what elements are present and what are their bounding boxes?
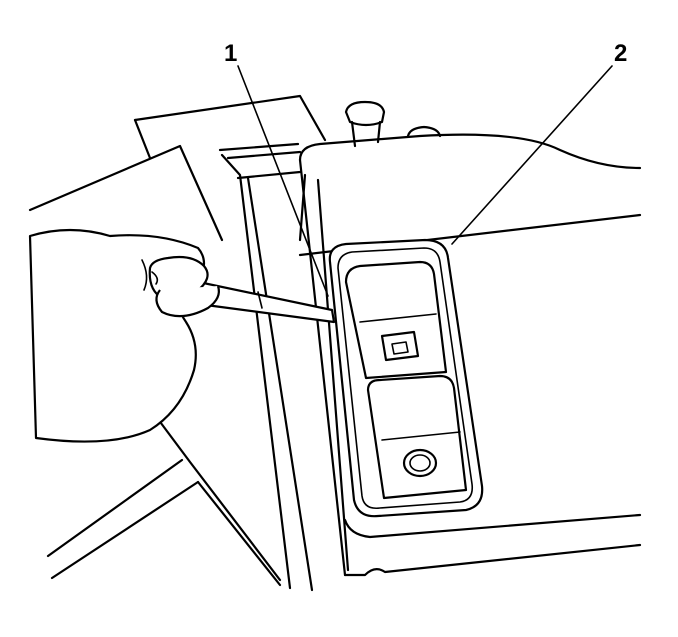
callout-2-label: 2 (614, 40, 628, 67)
dash-knob (344, 100, 442, 148)
paper-sheets (28, 94, 327, 242)
hand (28, 228, 220, 443)
trim-panel (218, 133, 642, 592)
upper-switch (344, 260, 448, 380)
callout-1-label: 1 (224, 40, 238, 67)
lower-switch (366, 374, 468, 500)
leader-lines (237, 65, 613, 297)
